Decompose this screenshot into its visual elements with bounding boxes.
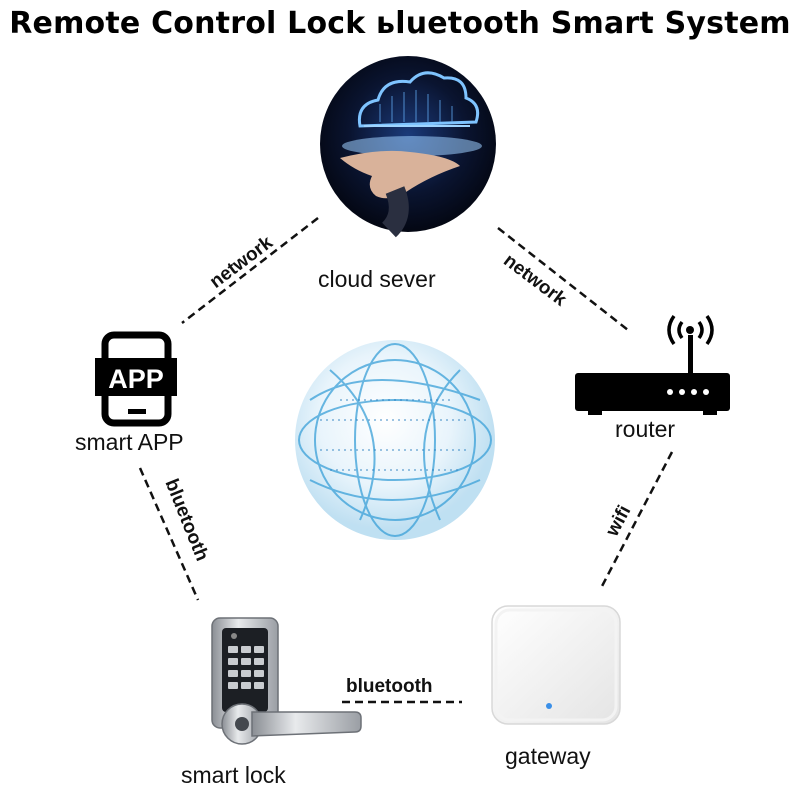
smart-app-label: smart APP (75, 429, 184, 456)
smart-lock-icon (212, 618, 361, 744)
app-icon-text: APP (108, 364, 164, 394)
edge-label-lock-gateway: bluetooth (346, 676, 433, 698)
smart-lock-label: smart lock (181, 762, 286, 789)
gateway-icon (492, 606, 620, 724)
cloud-server-label: cloud sever (318, 266, 436, 293)
link-cloud-app (182, 218, 318, 323)
cloud-server-icon (320, 56, 496, 232)
router-label: router (615, 416, 675, 443)
gateway-label: gateway (505, 743, 591, 770)
router-icon (575, 316, 730, 415)
network-sphere-graphic (286, 331, 505, 550)
app-icon: APP (95, 335, 177, 423)
